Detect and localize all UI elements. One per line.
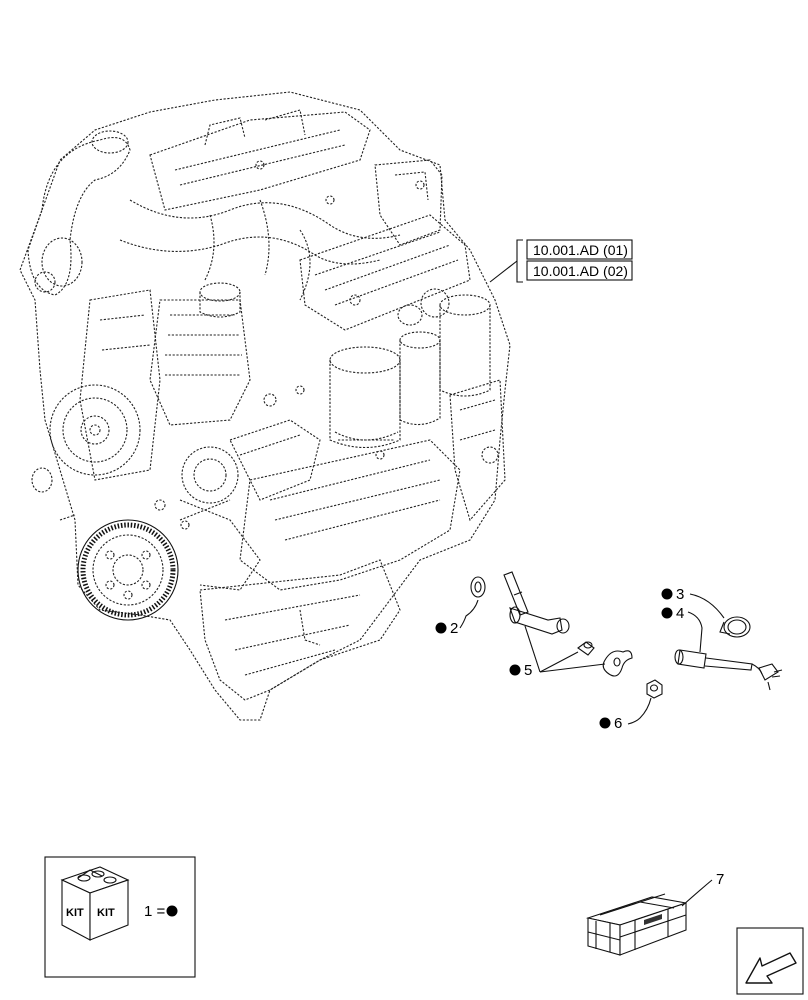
kit-dot xyxy=(599,717,611,729)
part-5-heater xyxy=(503,571,633,677)
part-2-washer xyxy=(459,576,486,629)
reference-link-2[interactable]: 10.001.AD (02) xyxy=(526,260,633,281)
kit-box-icon: KIT KIT xyxy=(60,866,130,941)
wooden-crate-icon xyxy=(585,893,687,956)
engine-illustration xyxy=(19,91,511,721)
callout-4: 4 xyxy=(661,605,684,622)
callout-5-number: 5 xyxy=(524,662,532,679)
kit-dot xyxy=(509,664,521,676)
part-6-nut xyxy=(627,679,663,725)
callout-2: 2 xyxy=(435,620,458,637)
legend-equation: 1 = xyxy=(144,903,166,920)
callout-7-number: 7 xyxy=(716,871,724,888)
part-3-clamp xyxy=(689,593,751,638)
callout-3: 3 xyxy=(661,586,684,603)
callout-3-number: 3 xyxy=(676,586,684,603)
callout-6: 6 xyxy=(599,715,622,732)
part-4-block-heater xyxy=(674,611,783,691)
kit-legend: KIT KIT 1 = xyxy=(44,856,196,978)
kit-label-right: KIT xyxy=(97,907,115,919)
callout-5: 5 xyxy=(509,662,532,679)
kit-dot xyxy=(661,607,673,619)
legend-kit-dot xyxy=(166,905,178,917)
reference-link-2-text: 10.001.AD (02) xyxy=(533,263,628,279)
reference-bracket xyxy=(489,239,523,283)
kit-dot xyxy=(661,588,673,600)
kit-label-left: KIT xyxy=(66,907,84,919)
callout-2-number: 2 xyxy=(450,620,458,637)
kit-dot xyxy=(435,622,447,634)
callout-7: 7 xyxy=(681,871,724,907)
callout-6-number: 6 xyxy=(614,715,622,732)
callout-4-number: 4 xyxy=(676,605,684,622)
reference-link-1-text: 10.001.AD (01) xyxy=(533,242,628,258)
reference-link-1[interactable]: 10.001.AD (01) xyxy=(526,239,633,260)
navigation-arrow-icon[interactable] xyxy=(736,927,804,995)
